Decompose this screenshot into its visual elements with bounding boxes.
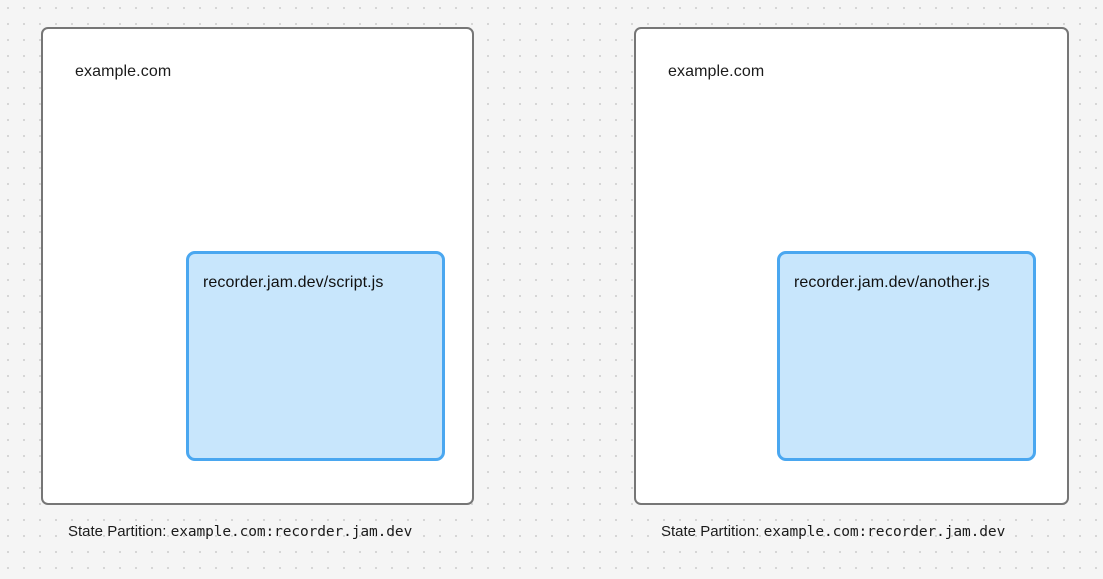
embedded-script-label-left: recorder.jam.dev/script.js: [203, 274, 384, 291]
origin-label-left: example.com: [75, 63, 172, 80]
state-partition-prefix-right: State Partition:: [661, 523, 764, 540]
state-partition-prefix-left: State Partition:: [68, 523, 171, 540]
state-partition-key-left: example.com:recorder.jam.dev: [170, 524, 413, 540]
state-partition-key-right: example.com:recorder.jam.dev: [763, 524, 1006, 540]
state-partition-caption-left: State Partition: example.com:recorder.ja…: [68, 522, 412, 542]
origin-label-right: example.com: [668, 63, 765, 80]
embedded-script-label-right: recorder.jam.dev/another.js: [794, 274, 990, 291]
embedded-script-frame-left: recorder.jam.dev/script.js: [186, 251, 445, 461]
state-partition-caption-right: State Partition: example.com:recorder.ja…: [661, 522, 1005, 542]
browsing-context-panel-left: example.com recorder.jam.dev/script.js: [41, 27, 474, 505]
embedded-script-frame-right: recorder.jam.dev/another.js: [777, 251, 1036, 461]
browsing-context-panel-right: example.com recorder.jam.dev/another.js: [634, 27, 1069, 505]
